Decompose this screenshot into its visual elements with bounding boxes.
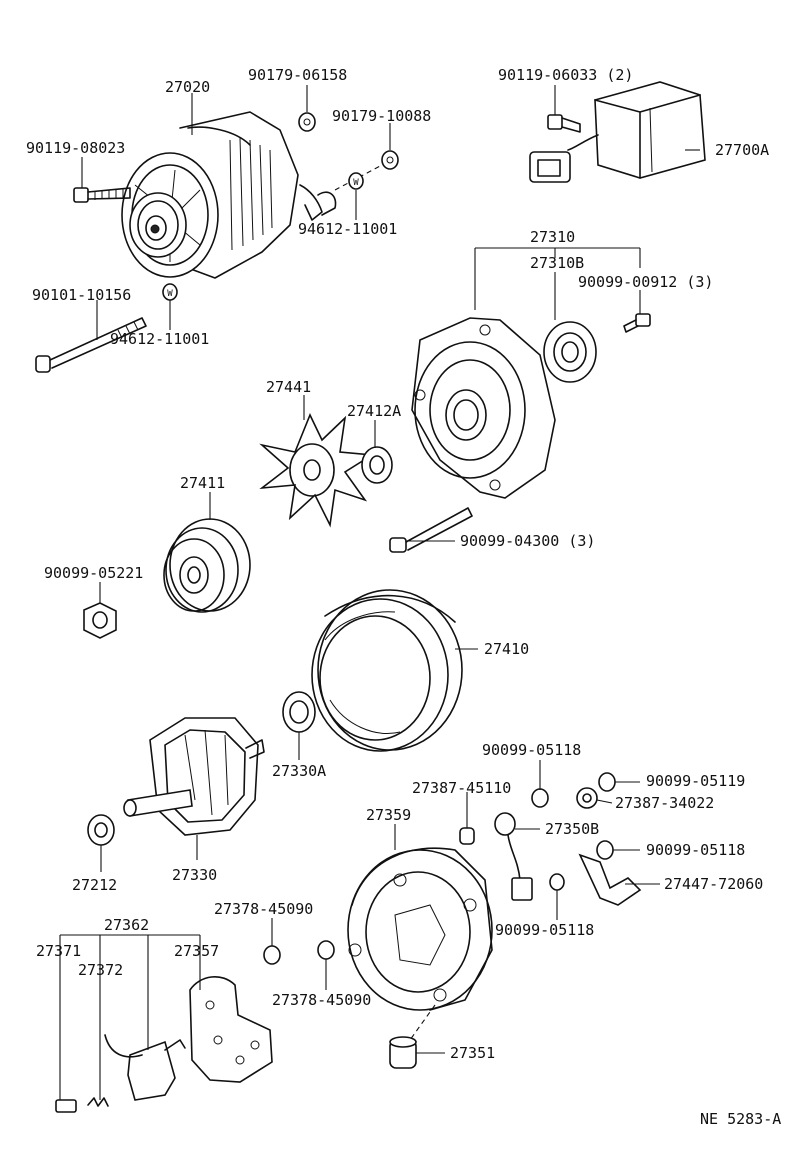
label-90099-05118-b: 90099-05118 xyxy=(646,841,745,859)
rectifier-end-frame-27359-drawing xyxy=(347,847,493,1041)
figure-code: NE 5283-A xyxy=(700,1110,781,1128)
label-27387-34022: 27387-34022 xyxy=(615,794,714,812)
insulator-27387-45110-drawing xyxy=(459,827,475,845)
label-27212: 27212 xyxy=(72,876,117,894)
label-27362: 27362 xyxy=(104,916,149,934)
label-94612-11001-b: 94612-11001 xyxy=(110,330,209,348)
label-90101-10156: 90101-10156 xyxy=(32,286,131,304)
terminal-27350B-drawing xyxy=(494,812,533,901)
label-27357: 27357 xyxy=(174,942,219,960)
label-90119-08023: 90119-08023 xyxy=(26,139,125,157)
label-27350B: 27350B xyxy=(545,820,599,838)
label-27310: 27310 xyxy=(530,228,575,246)
nut-90099-05221-drawing xyxy=(83,602,117,639)
label-27330: 27330 xyxy=(172,866,217,884)
label-27410: 27410 xyxy=(484,640,529,658)
screw-90099-00912-drawing xyxy=(623,313,651,333)
nut-90179-10088-drawing xyxy=(334,150,399,191)
washer-94612-a-drawing: W xyxy=(348,172,364,190)
label-90099-05221: 90099-05221 xyxy=(44,564,143,582)
label-90099-05118-a: 90099-05118 xyxy=(482,741,581,759)
bearing-27330A-drawing xyxy=(282,691,316,733)
label-90179-10088: 90179-10088 xyxy=(332,107,431,125)
label-27020: 27020 xyxy=(165,78,210,96)
part-labels: 27020 90179-06158 90179-10088 90119-0802… xyxy=(26,66,781,1128)
stator-27410-drawing xyxy=(311,589,463,752)
label-27700A: 27700A xyxy=(715,141,769,159)
rotor-27330-drawing xyxy=(123,717,265,836)
label-27387-45110: 27387-45110 xyxy=(412,779,511,797)
alternator-assembly-drawing xyxy=(121,111,337,279)
regulator-27700A-drawing xyxy=(529,81,706,183)
svg-text:W: W xyxy=(167,289,173,299)
brush-holder-27357-drawing xyxy=(189,976,273,1083)
leader-lines xyxy=(59,85,700,1100)
svg-text:W: W xyxy=(353,178,359,188)
label-90099-05119: 90099-05119 xyxy=(646,772,745,790)
insulator-27387-34022-drawing xyxy=(576,787,598,809)
nut-90179-06158-drawing xyxy=(298,112,316,132)
fan-27441-drawing xyxy=(259,413,375,528)
label-27378-45090-a: 27378-45090 xyxy=(214,900,313,918)
through-bolt-90099-04300-drawing xyxy=(389,507,473,553)
label-90099-04300: 90099-04300 (3) xyxy=(460,532,595,550)
bearing-27310B-drawing xyxy=(543,321,597,383)
label-27372: 27372 xyxy=(78,961,123,979)
label-27310B: 27310B xyxy=(530,254,584,272)
spacer-27412A-drawing xyxy=(361,446,393,484)
label-27359: 27359 xyxy=(366,806,411,824)
bolt-90119-08023-drawing xyxy=(73,187,131,203)
label-27412A: 27412A xyxy=(347,402,401,420)
label-27447-72060: 27447-72060 xyxy=(664,875,763,893)
label-27371: 27371 xyxy=(36,942,81,960)
label-90099-05118-c: 90099-05118 xyxy=(495,921,594,939)
brush-27371-drawing xyxy=(55,1099,77,1113)
pulley-27411-drawing xyxy=(163,518,251,613)
washer-94612-b-drawing: W xyxy=(162,283,178,301)
label-27351: 27351 xyxy=(450,1044,495,1062)
label-90099-00912: 90099-00912 (3) xyxy=(578,273,713,291)
bolt-90101-10156-drawing xyxy=(35,317,147,373)
label-27411: 27411 xyxy=(180,474,225,492)
insulators-27378-45090-drawing xyxy=(263,940,335,965)
ring-27212-drawing xyxy=(87,814,115,846)
label-27441: 27441 xyxy=(266,378,311,396)
cap-27351-drawing xyxy=(389,1036,417,1069)
brush-holder-27362-drawing xyxy=(104,1034,186,1101)
label-94612-11001-a: 94612-11001 xyxy=(298,220,397,238)
bracket-27447-72060-drawing xyxy=(578,853,642,906)
label-90119-06033: 90119-06033 (2) xyxy=(498,66,633,84)
spring-27372-drawing xyxy=(87,1097,109,1107)
label-27378-45090-b: 27378-45090 xyxy=(272,991,371,1009)
label-90179-06158: 90179-06158 xyxy=(248,66,347,84)
drive-end-frame-27310-drawing xyxy=(411,317,556,499)
label-27330A: 27330A xyxy=(272,762,326,780)
